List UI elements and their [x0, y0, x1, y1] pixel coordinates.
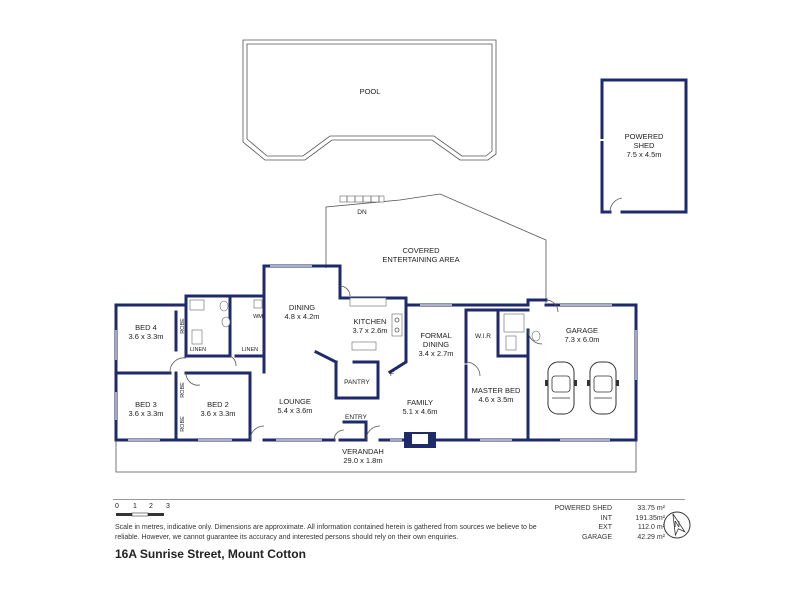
bed4-name: BED 4	[135, 323, 157, 332]
area-row: POWERED SHED 33.75 m²	[540, 504, 665, 514]
bed2-size: 3.6 x 3.3m	[200, 409, 235, 418]
footer-divider	[113, 499, 685, 500]
area-row: EXT 112.0 m²	[540, 523, 665, 533]
kitchen-size: 3.7 x 2.6m	[352, 326, 387, 335]
bed3-name: BED 3	[135, 400, 157, 409]
shed-name-line2: SHED	[634, 141, 655, 150]
robe-label-bed2: ROBE	[180, 416, 186, 432]
car-left	[545, 361, 577, 415]
pool: POOL	[242, 39, 497, 161]
area-label: INT	[600, 514, 612, 522]
linen-label-right: LINEN	[242, 347, 258, 353]
verandah-name: VERANDAH	[342, 447, 384, 456]
north-label: N	[674, 520, 680, 529]
scale-tick-3: 3	[166, 503, 170, 510]
area-value: 191.35m²	[635, 514, 665, 522]
scale-tick-1: 1	[133, 503, 137, 510]
property-address: 16A Sunrise Street, Mount Cotton	[115, 547, 306, 561]
kitchen-fixtures	[349, 297, 403, 351]
covered-entertaining-area: DN COVERED ENTERTAINING AREA	[325, 193, 547, 303]
covered-label-line1: COVERED	[402, 246, 440, 255]
area-value: 42.29 m²	[637, 533, 665, 541]
lounge-name: LOUNGE	[279, 397, 311, 406]
formal-dining-line1: FORMAL	[420, 331, 451, 340]
pantry-label: PANTRY	[344, 379, 370, 386]
kitchen-name: KITCHEN	[354, 317, 387, 326]
bed4-size: 3.6 x 3.3m	[128, 332, 163, 341]
disclaimer-text: Scale in metres, indicative only. Dimens…	[115, 524, 537, 541]
covered-label-line2: ENTERTAINING AREA	[382, 255, 459, 264]
wm-label: WM	[253, 314, 263, 320]
room-labels: DINING 4.8 x 4.2m KITCHEN 3.7 x 2.6m FOR…	[128, 303, 599, 432]
area-label: POWERED SHED	[554, 505, 612, 512]
area-label: EXT	[598, 524, 612, 531]
area-summary: POWERED SHED 33.75 m² INT 191.35m² EXT 1…	[540, 504, 665, 542]
master-bed-size: 4.6 x 3.5m	[478, 395, 513, 404]
dining-size: 4.8 x 4.2m	[284, 312, 319, 321]
lounge-size: 5.4 x 3.6m	[277, 406, 312, 415]
scale-tick-2: 2	[149, 503, 153, 510]
dn-label: DN	[357, 209, 367, 216]
area-value: 112.0 m²	[637, 524, 665, 531]
garage-cars	[545, 361, 619, 415]
verandah: VERANDAH 29.0 x 1.8m	[115, 440, 637, 473]
north-arrow-icon: N	[663, 511, 691, 539]
house-walls	[114, 264, 638, 448]
area-label: GARAGE	[582, 533, 612, 541]
scale-tick-0: 0	[115, 503, 119, 510]
bathroom-fixtures	[189, 299, 541, 351]
garage-name: GARAGE	[566, 326, 598, 335]
garage-size: 7.3 x 6.0m	[564, 335, 599, 344]
formal-dining-size: 3.4 x 2.7m	[418, 349, 453, 358]
robe-label-bed3: ROBE	[180, 382, 186, 398]
family-name: FAMILY	[407, 398, 433, 407]
area-value: 33.75 m²	[637, 505, 665, 512]
entry-label: ENTRY	[345, 414, 368, 421]
fridge-label: F	[390, 371, 394, 378]
doors	[169, 285, 559, 441]
wir-label: W.I.R	[475, 333, 491, 340]
windows	[115, 265, 637, 441]
bed3-size: 3.6 x 3.3m	[128, 409, 163, 418]
bed2-name: BED 2	[207, 400, 229, 409]
master-bed-name: MASTER BED	[472, 386, 521, 395]
shed-name-line1: POWERED	[625, 132, 664, 141]
area-row: INT 191.35m²	[540, 514, 665, 524]
linen-label-left: LINEN	[190, 347, 206, 353]
robe-label-bed4: ROBE	[180, 318, 186, 334]
verandah-size: 29.0 x 1.8m	[343, 456, 382, 465]
area-row: GARAGE 42.29 m²	[540, 533, 665, 543]
pool-label: POOL	[360, 87, 381, 96]
formal-dining-line2: DINING	[423, 340, 449, 349]
shed-size: 7.5 x 4.5m	[626, 150, 661, 159]
powered-shed: POWERED SHED 7.5 x 4.5m	[600, 78, 688, 214]
dining-name: DINING	[289, 303, 315, 312]
car-right	[587, 361, 619, 415]
family-size: 5.1 x 4.6m	[402, 407, 437, 416]
scale-bar	[116, 512, 164, 517]
